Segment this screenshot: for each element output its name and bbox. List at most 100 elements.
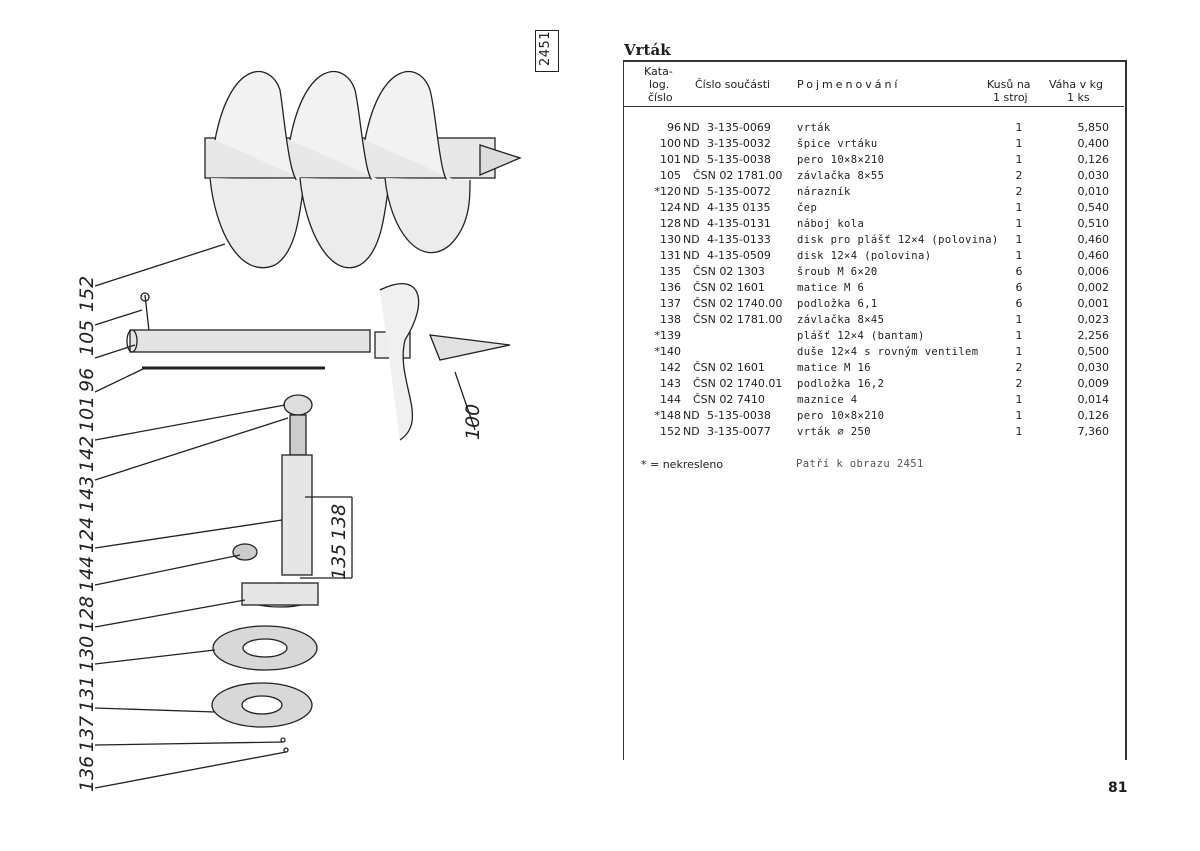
cell-catalog-number: 105 [660,169,681,182]
cell-catalog-number: 138 [660,313,681,326]
cell-prefix: ND [683,153,700,166]
callout-124: 124 [76,516,98,553]
cell-weight: 0,126 [1077,153,1110,166]
callout-138: 138 [328,503,350,540]
callout-136: 136 [76,755,98,792]
cell-quantity: 1 [1015,121,1023,134]
header-part-no: Číslo součásti [695,78,771,91]
cell-prefix: ND [683,185,700,198]
cell-quantity: 1 [1015,233,1023,246]
figure-number-box: 2451 [535,30,559,72]
cell-name: pero 10×8×210 [797,410,885,422]
cell-name: disk pro plášť 12×4 (polovina) [797,234,999,246]
cell-part-number: ČSN 02 1781.00 [693,313,783,326]
header-qty-2: 1 stroj [993,91,1028,104]
cell-prefix: ND [683,121,700,134]
callout-130: 130 [76,635,98,672]
cell-quantity: 6 [1015,281,1023,294]
cell-catalog-number: 96 [667,121,681,134]
callout-100: 100 [462,403,484,440]
cell-part-number: 4-135-0509 [707,249,771,262]
cell-part-number: 3-135-0032 [707,137,771,150]
header-weight-2: 1 ks [1067,91,1090,104]
callout-128: 128 [76,595,98,632]
cell-name: podložka 6,1 [797,298,878,310]
cell-weight: 5,850 [1077,121,1110,134]
cell-quantity: 1 [1015,425,1023,438]
cell-part-number: ČSN 02 1601 [693,361,765,374]
header-qty-1: Kusů na [987,78,1031,91]
cell-name: vrták [797,122,831,134]
cell-part-number: ČSN 02 7410 [693,393,765,406]
cell-name: závlačka 8×55 [797,170,885,182]
callout-96: 96 [76,367,98,392]
cell-name: šroub M 6×20 [797,266,878,278]
cell-name: disk 12×4 (polovina) [797,250,932,262]
cell-part-number: 4-135-0131 [707,217,771,230]
cell-name: náboj kola [797,218,865,230]
cell-name: špice vrtáku [797,138,878,150]
cell-weight: 0,002 [1077,281,1110,294]
cell-quantity: 2 [1015,377,1023,390]
cell-catalog-number: 124 [660,201,681,214]
cell-catalog-number: *140 [654,345,682,358]
cell-prefix: ND [683,249,700,262]
cell-catalog-number: *148 [654,409,682,422]
cell-catalog-number: 152 [660,425,681,438]
header-weight-1: Váha v kg [1049,78,1103,91]
cell-weight: 0,460 [1077,233,1110,246]
cell-weight: 0,001 [1077,297,1110,310]
cell-quantity: 1 [1015,329,1023,342]
cell-weight: 0,010 [1077,185,1110,198]
cell-name: závlačka 8×45 [797,314,885,326]
cell-weight: 0,400 [1077,137,1110,150]
cell-part-number: 4-135 0135 [707,201,771,214]
cell-weight: 0,030 [1077,169,1110,182]
cell-quantity: 6 [1015,297,1023,310]
cell-catalog-number: 136 [660,281,681,294]
cell-catalog-number: *120 [654,185,682,198]
cell-weight: 0,510 [1077,217,1110,230]
cell-weight: 0,030 [1077,361,1110,374]
cell-prefix: ND [683,233,700,246]
cell-quantity: 1 [1015,393,1023,406]
cell-name: nárazník [797,186,851,198]
cell-name: podložka 16,2 [797,378,885,390]
header-name: Pojmenování [797,78,901,91]
callout-101: 101 [76,395,98,432]
callout-131: 131 [76,675,98,712]
header-cat-3: číslo [648,91,673,104]
cell-weight: 0,014 [1077,393,1110,406]
callout-142: 142 [76,435,98,472]
cell-name: duše 12×4 s rovným ventilem [797,346,979,358]
cell-quantity: 1 [1015,201,1023,214]
cell-quantity: 1 [1015,137,1023,150]
cell-weight: 2,256 [1077,329,1110,342]
cell-name: matice M 6 [797,282,865,294]
cell-prefix: ND [683,409,700,422]
cell-prefix: ND [683,137,700,150]
cell-name: plášť 12×4 (bantam) [797,330,925,342]
cell-catalog-number: 101 [660,153,681,166]
cell-prefix: ND [683,217,700,230]
cell-weight: 7,360 [1077,425,1110,438]
callout-105: 105 [76,319,98,356]
figure-number: 2451 [538,30,554,67]
